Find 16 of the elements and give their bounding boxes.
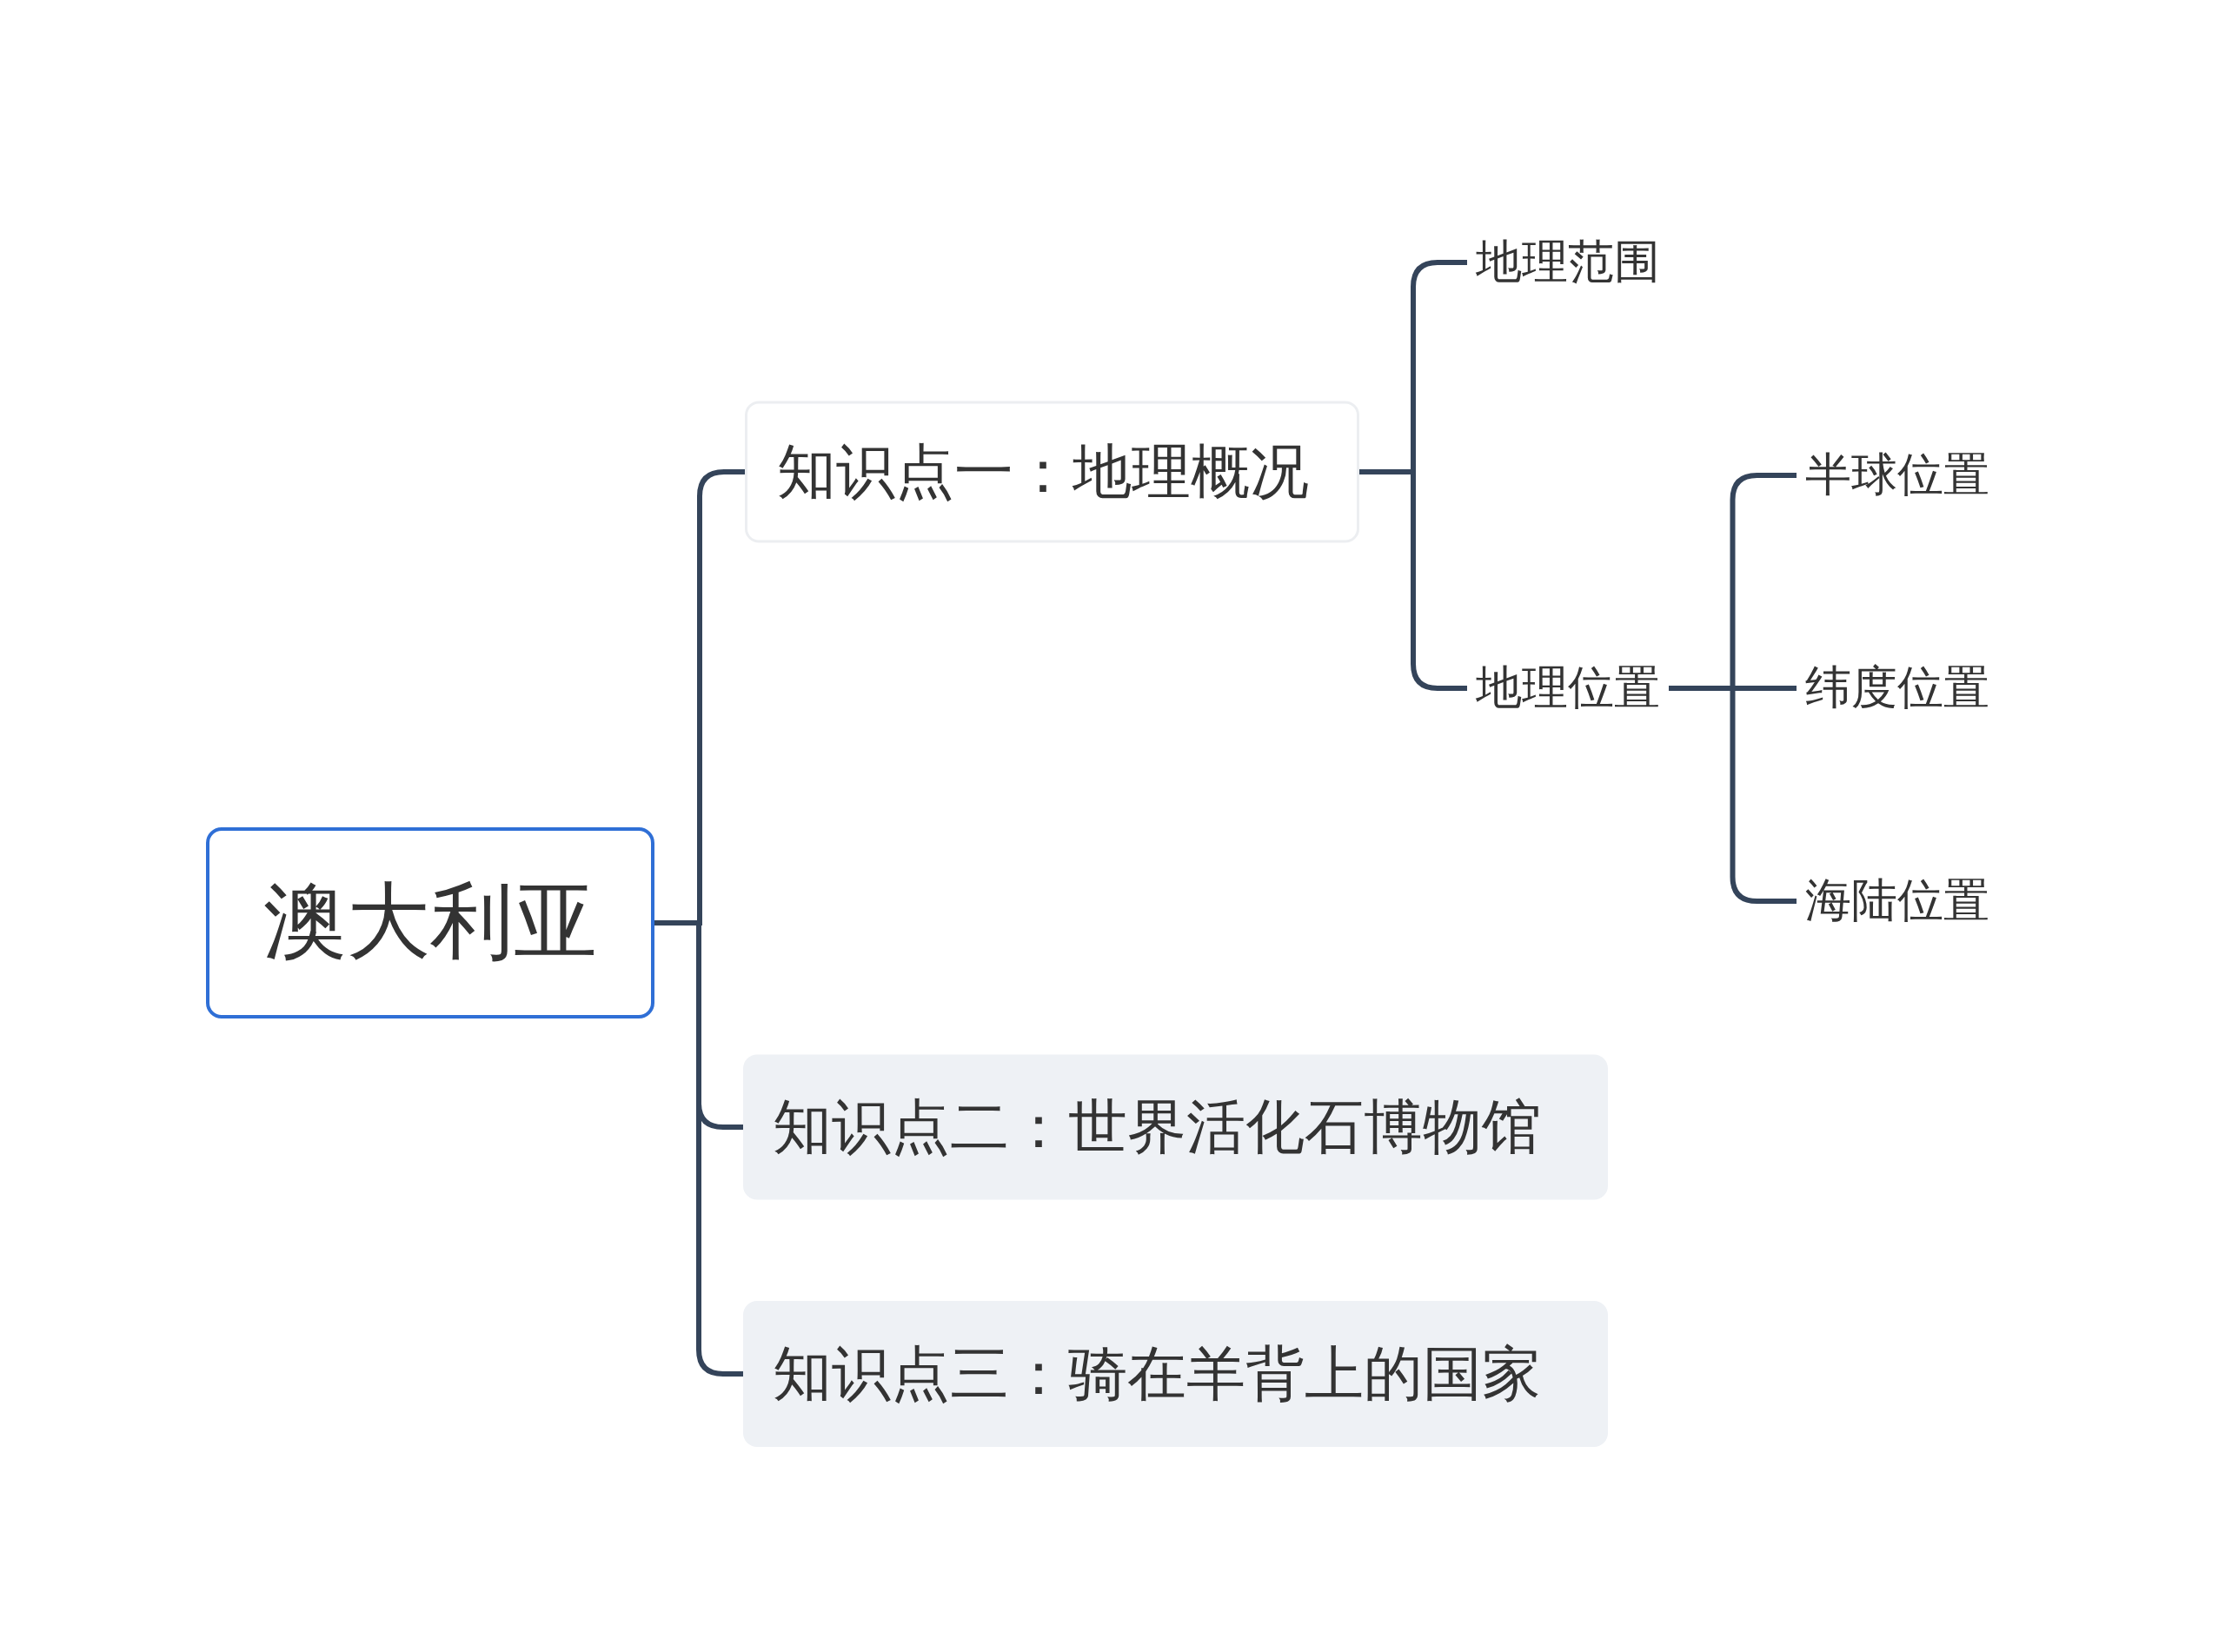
topic-box (743, 1301, 1608, 1447)
topic-text: 知识点一：地理概况 (777, 435, 1309, 508)
subtopic-text: 地理范围 (1467, 228, 1669, 297)
subtopic-text: 纬度位置 (1797, 654, 1998, 723)
subtopic-text: 地理位置 (1467, 654, 1669, 723)
topic-box (745, 401, 1359, 543)
central-topic-box (206, 827, 654, 1018)
subtopic-text: 半球位置 (1797, 441, 1998, 510)
connector-line (1669, 686, 1797, 904)
connector-line (654, 920, 743, 1377)
topic-text: 知识点三：骑在羊背上的国家 (773, 1337, 1541, 1410)
topic-box (743, 1054, 1608, 1200)
topic-text: 知识点二：世界活化石博物馆 (773, 1091, 1541, 1163)
topic-text: 澳大利亚 (263, 872, 597, 972)
subtopic-text: 海陆位置 (1797, 866, 1998, 936)
connector-line (1359, 469, 1467, 691)
